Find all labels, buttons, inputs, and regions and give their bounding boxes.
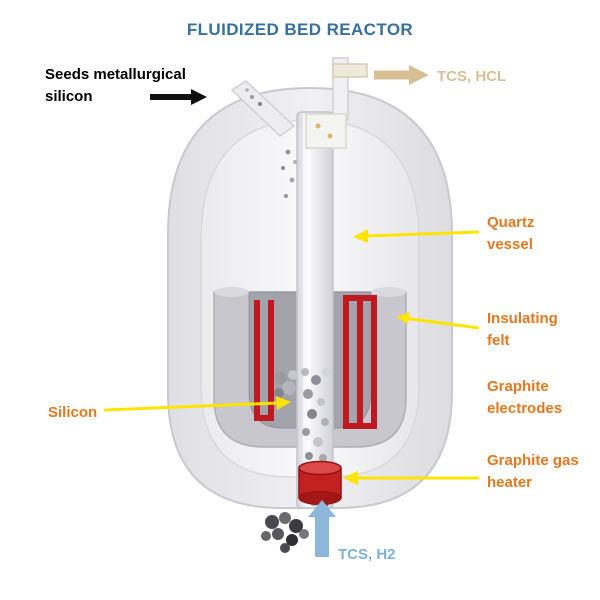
label-graphite-gas-heater: Graphite gas heater bbox=[487, 452, 579, 491]
label-tcs-h2: TCS, H2 bbox=[338, 546, 396, 563]
label-quartz-vessel: Quartz vessel bbox=[487, 214, 535, 253]
distributor-box bbox=[305, 113, 347, 149]
seeds-arrow bbox=[150, 89, 207, 105]
graphite-electrodes bbox=[254, 295, 377, 429]
gas-heater-arrow bbox=[343, 471, 479, 485]
quartz-vessel-arrow bbox=[353, 229, 480, 243]
label-insulating-felt: Insulating felt bbox=[487, 310, 558, 349]
label-seeds-metallurgical-silicon: Seeds metallurgical silicon bbox=[45, 66, 186, 105]
insulating-felt-arrow bbox=[396, 312, 480, 330]
page-title: FLUIDIZED BED REACTOR bbox=[186, 20, 414, 39]
graphite-electrode-left bbox=[254, 300, 274, 421]
label-silicon: Silicon bbox=[48, 404, 98, 421]
spent-particles bbox=[261, 512, 309, 553]
seed-particles bbox=[281, 149, 297, 198]
tcs-h2-arrow bbox=[308, 500, 336, 557]
tcs-hcl-arrow bbox=[374, 65, 429, 85]
label-tcs-hcl: TCS, HCL bbox=[437, 68, 507, 85]
quartz-center-tube bbox=[296, 111, 334, 509]
graphite-gas-heater bbox=[298, 460, 342, 505]
silicon-arrow bbox=[103, 396, 291, 412]
label-graphite-electrodes: Graphite electrodes bbox=[487, 378, 563, 417]
seed-inlet-pipe bbox=[230, 80, 296, 137]
